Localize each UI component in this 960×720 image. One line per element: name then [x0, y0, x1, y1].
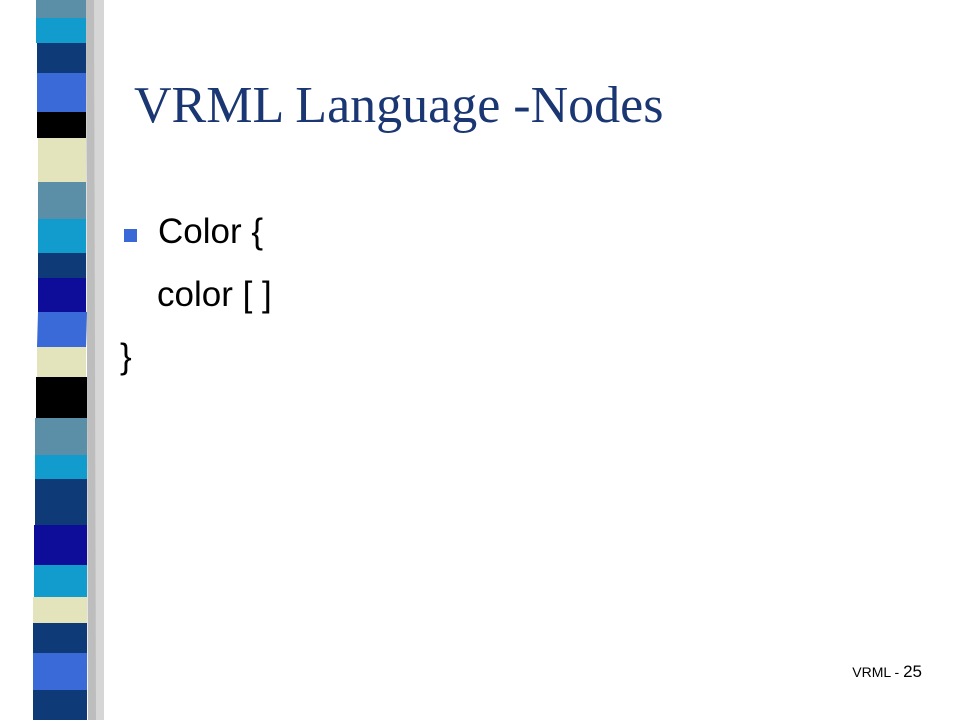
- stripe-segment: [36, 18, 86, 43]
- stripe-segment: [35, 479, 87, 525]
- stripe-segment: [37, 43, 86, 73]
- stripe-segment: [34, 525, 87, 565]
- stripe-segment: [33, 653, 87, 690]
- stripe-segment: [37, 347, 86, 377]
- bullet-square-icon: [124, 229, 137, 242]
- bullet-item-text: Color {: [158, 212, 264, 251]
- stripe-segment: [38, 253, 86, 278]
- stripe-segment: [38, 138, 86, 182]
- stripe-segment: [38, 182, 86, 219]
- stripe-shadow-inner: [86, 0, 96, 720]
- stripe-segment: [33, 597, 87, 623]
- stripe-segment: [35, 455, 87, 479]
- slide-title: VRML Language -Nodes: [134, 77, 664, 134]
- stripe-segment: [36, 0, 86, 18]
- stripe-segment: [37, 112, 86, 138]
- stripe-segment: [38, 219, 86, 253]
- code-line-color: color [ ]: [157, 275, 272, 314]
- stripe-segment: [37, 73, 86, 112]
- code-line-brace: }: [120, 337, 132, 376]
- stripe-segment: [36, 377, 87, 418]
- stripe-segment: [33, 690, 87, 720]
- stripe-segment: [37, 312, 87, 347]
- stripe-segment: [35, 418, 87, 455]
- page-number: 25: [903, 662, 922, 681]
- stripe-segment: [34, 565, 87, 597]
- slide-footer: VRML - 25: [852, 662, 922, 682]
- decorative-stripe: [33, 0, 104, 720]
- footer-label: VRML -: [852, 664, 904, 680]
- stripe-segment: [33, 623, 87, 653]
- stripe-segment: [38, 278, 86, 312]
